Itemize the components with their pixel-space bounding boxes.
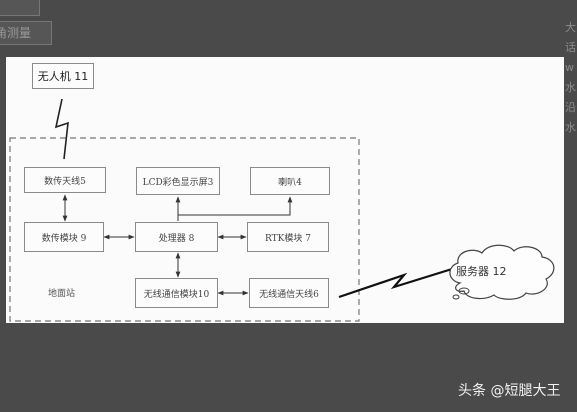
- background-button[interactable]: [0, 0, 40, 16]
- wireless-module-box: 无线通信模块10: [135, 278, 218, 308]
- cloud-tail-large: [458, 287, 470, 295]
- data-antenna-box: 数传天线5: [24, 167, 106, 193]
- diagram-connectors: [9, 98, 555, 322]
- watermark: 头条 @短腿大王: [458, 383, 561, 399]
- speaker-box: 喇叭4: [250, 167, 330, 195]
- lcd-display-box: LCD彩色显示屏3: [136, 167, 220, 195]
- wireless-antenna-box: 无线通信天线6: [249, 278, 329, 308]
- angle-measure-button[interactable]: 角测量: [0, 21, 52, 45]
- server-cloud-shape: [449, 244, 555, 300]
- ground-station-label: 地面站: [48, 289, 76, 299]
- uav-wireless-link: [54, 98, 69, 160]
- processor-box: 处理器 8: [135, 222, 218, 252]
- uav-box: 无人机 11: [32, 63, 94, 89]
- server-wireless-link: [338, 267, 453, 299]
- processor-speaker-arrow: [178, 196, 293, 216]
- patent-diagram-image: 无人机 11 数传天线5 LCD彩色显示屏3 喇叭4 数传模块 9 处理器 8 …: [6, 57, 564, 323]
- right-edge-text: 大 话 w 水 沿 水: [565, 21, 576, 134]
- data-module-box: 数传模块 9: [24, 222, 104, 252]
- cloud-tail-small: [452, 294, 460, 300]
- ground-station-boundary: [9, 137, 360, 322]
- server-label: 服务器 12: [456, 265, 507, 278]
- rtk-module-box: RTK模块 7: [247, 222, 329, 252]
